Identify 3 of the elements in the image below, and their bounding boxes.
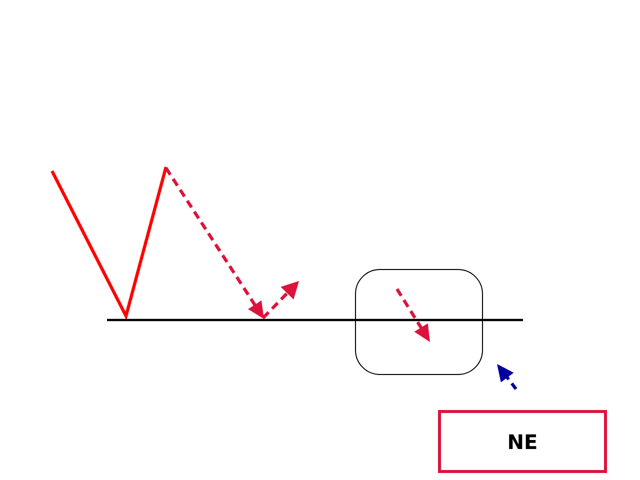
direction-label: NE [507,430,538,454]
label-box [438,410,607,473]
rounded-box [355,269,483,375]
